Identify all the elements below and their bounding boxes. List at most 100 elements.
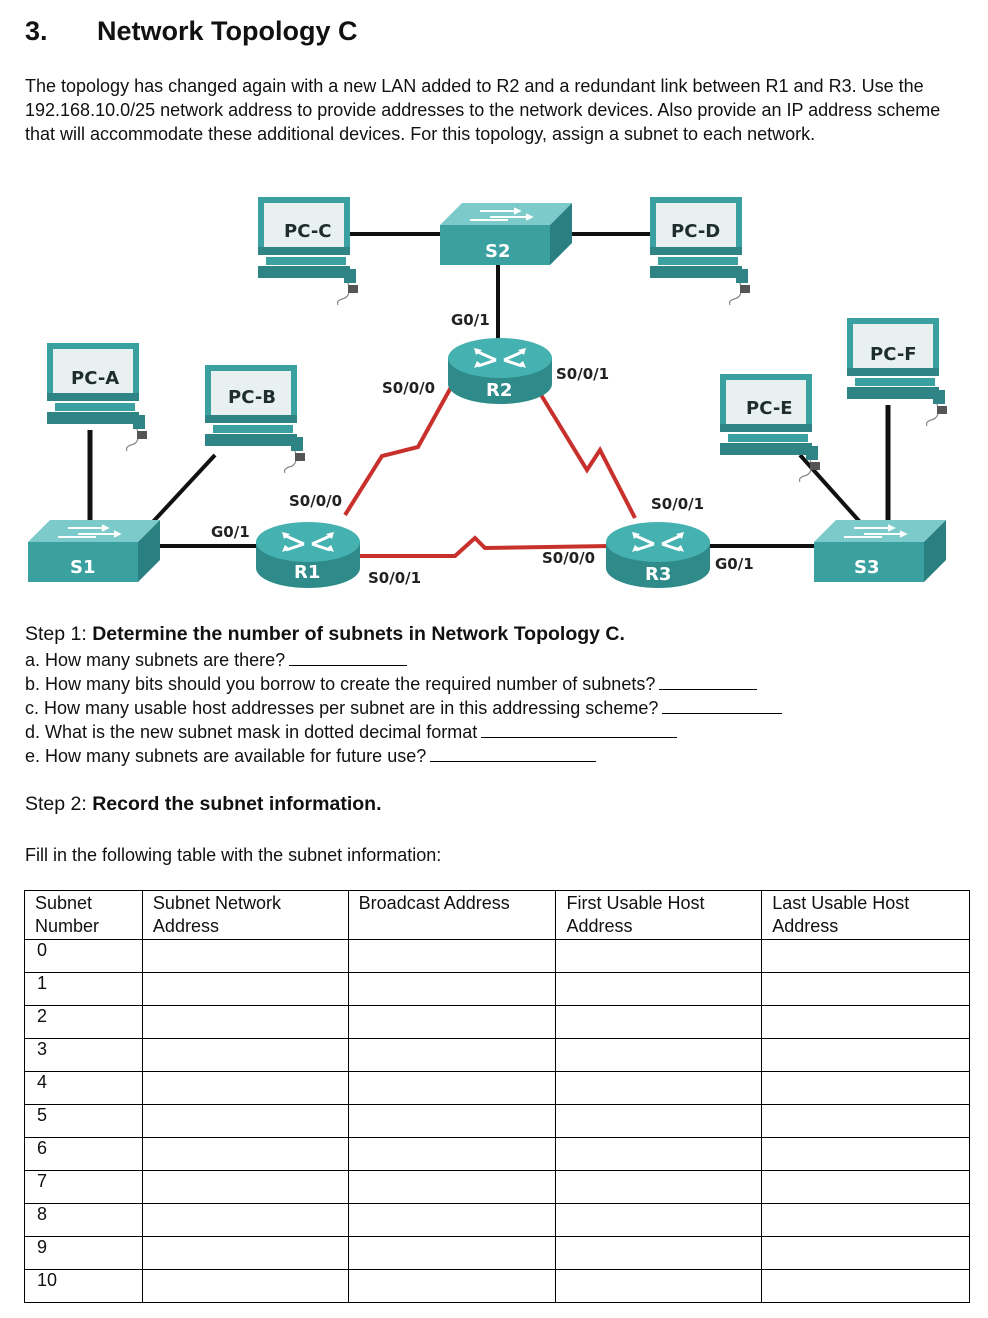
last-host-cell[interactable] xyxy=(761,1170,970,1204)
last-host-cell[interactable] xyxy=(761,939,970,973)
first-host-cell[interactable] xyxy=(555,1170,763,1204)
r2-s000-label: S0/0/0 xyxy=(382,379,435,397)
link-s1-pcb xyxy=(148,453,217,527)
broadcast-address-cell[interactable] xyxy=(347,939,557,973)
network-address-cell[interactable] xyxy=(141,1236,349,1270)
subnet-number-cell: 7 xyxy=(24,1170,143,1204)
broadcast-address-cell[interactable] xyxy=(347,1071,557,1105)
first-host-cell[interactable] xyxy=(555,1203,763,1237)
first-host-cell[interactable] xyxy=(555,1071,763,1105)
first-host-cell[interactable] xyxy=(555,1137,763,1171)
network-address-cell[interactable] xyxy=(141,1071,349,1105)
pc-b-label: PC-B xyxy=(228,387,276,408)
r1-label: R1 xyxy=(294,562,320,583)
r3-s000-label: S0/0/0 xyxy=(542,549,595,567)
answer-c-field[interactable] xyxy=(662,697,783,714)
section-title: Network Topology C xyxy=(97,16,358,46)
network-address-cell[interactable] xyxy=(141,1137,349,1171)
r3-s001-label: S0/0/1 xyxy=(651,495,704,513)
first-host-cell[interactable] xyxy=(555,1005,763,1039)
last-host-cell[interactable] xyxy=(761,1137,970,1171)
network-address-cell[interactable] xyxy=(141,1005,349,1039)
network-address-cell[interactable] xyxy=(141,972,349,1006)
serial-link-r2-r3 xyxy=(533,383,637,519)
network-address-cell[interactable] xyxy=(141,1104,349,1138)
question-c: c. How many usable host addresses per su… xyxy=(25,697,783,719)
first-host-cell[interactable] xyxy=(555,1104,763,1138)
step2-label: Step 2: xyxy=(25,793,87,815)
pc-d-icon xyxy=(649,196,751,306)
last-host-cell[interactable] xyxy=(761,1005,970,1039)
step1-label: Step 1: xyxy=(25,623,87,645)
pc-c-label: PC-C xyxy=(284,221,332,242)
last-host-cell[interactable] xyxy=(761,1203,970,1237)
question-e: e. How many subnets are available for fu… xyxy=(25,745,597,767)
broadcast-address-cell[interactable] xyxy=(347,1203,557,1237)
first-host-cell[interactable] xyxy=(555,1038,763,1072)
step2-heading: Step 2: Record the subnet information. xyxy=(25,793,381,816)
table-row: 6 xyxy=(24,1137,970,1171)
broadcast-address-cell[interactable] xyxy=(347,1038,557,1072)
pc-f-label: PC-F xyxy=(870,344,917,365)
link-pce-s3 xyxy=(798,453,862,524)
answer-d-field[interactable] xyxy=(481,721,678,738)
table-row: 3 xyxy=(24,1038,970,1072)
last-host-cell[interactable] xyxy=(761,1269,970,1303)
table-row: 1 xyxy=(24,972,970,1006)
network-address-cell[interactable] xyxy=(141,1038,349,1072)
network-address-cell[interactable] xyxy=(141,1203,349,1237)
last-host-cell[interactable] xyxy=(761,1104,970,1138)
broadcast-address-cell[interactable] xyxy=(347,1236,557,1270)
header-broadcast-address: Broadcast Address xyxy=(347,890,557,940)
table-row: 5 xyxy=(24,1104,970,1138)
first-host-cell[interactable] xyxy=(555,939,763,973)
step2-title: Record the subnet information. xyxy=(92,793,382,815)
answer-b-field[interactable] xyxy=(659,673,758,690)
table-row: 9 xyxy=(24,1236,970,1270)
subnet-number-cell: 5 xyxy=(24,1104,143,1138)
intro-paragraph: The topology has changed again with a ne… xyxy=(25,76,941,144)
broadcast-address-cell[interactable] xyxy=(347,1005,557,1039)
switch-s3-icon xyxy=(813,519,947,583)
subnet-number-cell: 9 xyxy=(24,1236,143,1270)
question-a: a. How many subnets are there? xyxy=(25,649,408,671)
table-row: 4 xyxy=(24,1071,970,1105)
network-address-cell[interactable] xyxy=(141,939,349,973)
subnet-number-cell: 1 xyxy=(24,972,143,1006)
r2-label: R2 xyxy=(486,380,512,401)
network-address-cell[interactable] xyxy=(141,1170,349,1204)
first-host-cell[interactable] xyxy=(555,1269,763,1303)
last-host-cell[interactable] xyxy=(761,1236,970,1270)
answer-a-field[interactable] xyxy=(289,649,408,666)
broadcast-address-cell[interactable] xyxy=(347,972,557,1006)
subnet-number-cell: 3 xyxy=(24,1038,143,1072)
last-host-cell[interactable] xyxy=(761,972,970,1006)
last-host-cell[interactable] xyxy=(761,1038,970,1072)
table-row: 7 xyxy=(24,1170,970,1204)
broadcast-address-cell[interactable] xyxy=(347,1170,557,1204)
network-address-cell[interactable] xyxy=(141,1269,349,1303)
subnet-number-cell: 10 xyxy=(24,1269,143,1303)
s1-label: S1 xyxy=(70,557,96,578)
r2-g01-label: G0/1 xyxy=(451,311,490,329)
question-b: b. How many bits should you borrow to cr… xyxy=(25,673,758,695)
step1-heading: Step 1: Determine the number of subnets … xyxy=(25,623,625,646)
first-host-cell[interactable] xyxy=(555,1236,763,1270)
pc-a-label: PC-A xyxy=(71,368,119,389)
step1-title: Determine the number of subnets in Netwo… xyxy=(92,623,625,645)
s2-label: S2 xyxy=(485,241,511,262)
answer-e-field[interactable] xyxy=(430,745,597,762)
pc-a-icon xyxy=(46,342,148,452)
broadcast-address-cell[interactable] xyxy=(347,1137,557,1171)
broadcast-address-cell[interactable] xyxy=(347,1269,557,1303)
subnet-number-cell: 4 xyxy=(24,1071,143,1105)
broadcast-address-cell[interactable] xyxy=(347,1104,557,1138)
table-row: 8 xyxy=(24,1203,970,1237)
subnet-number-cell: 8 xyxy=(24,1203,143,1237)
table-row: 0 xyxy=(24,939,970,973)
first-host-cell[interactable] xyxy=(555,972,763,1006)
last-host-cell[interactable] xyxy=(761,1071,970,1105)
